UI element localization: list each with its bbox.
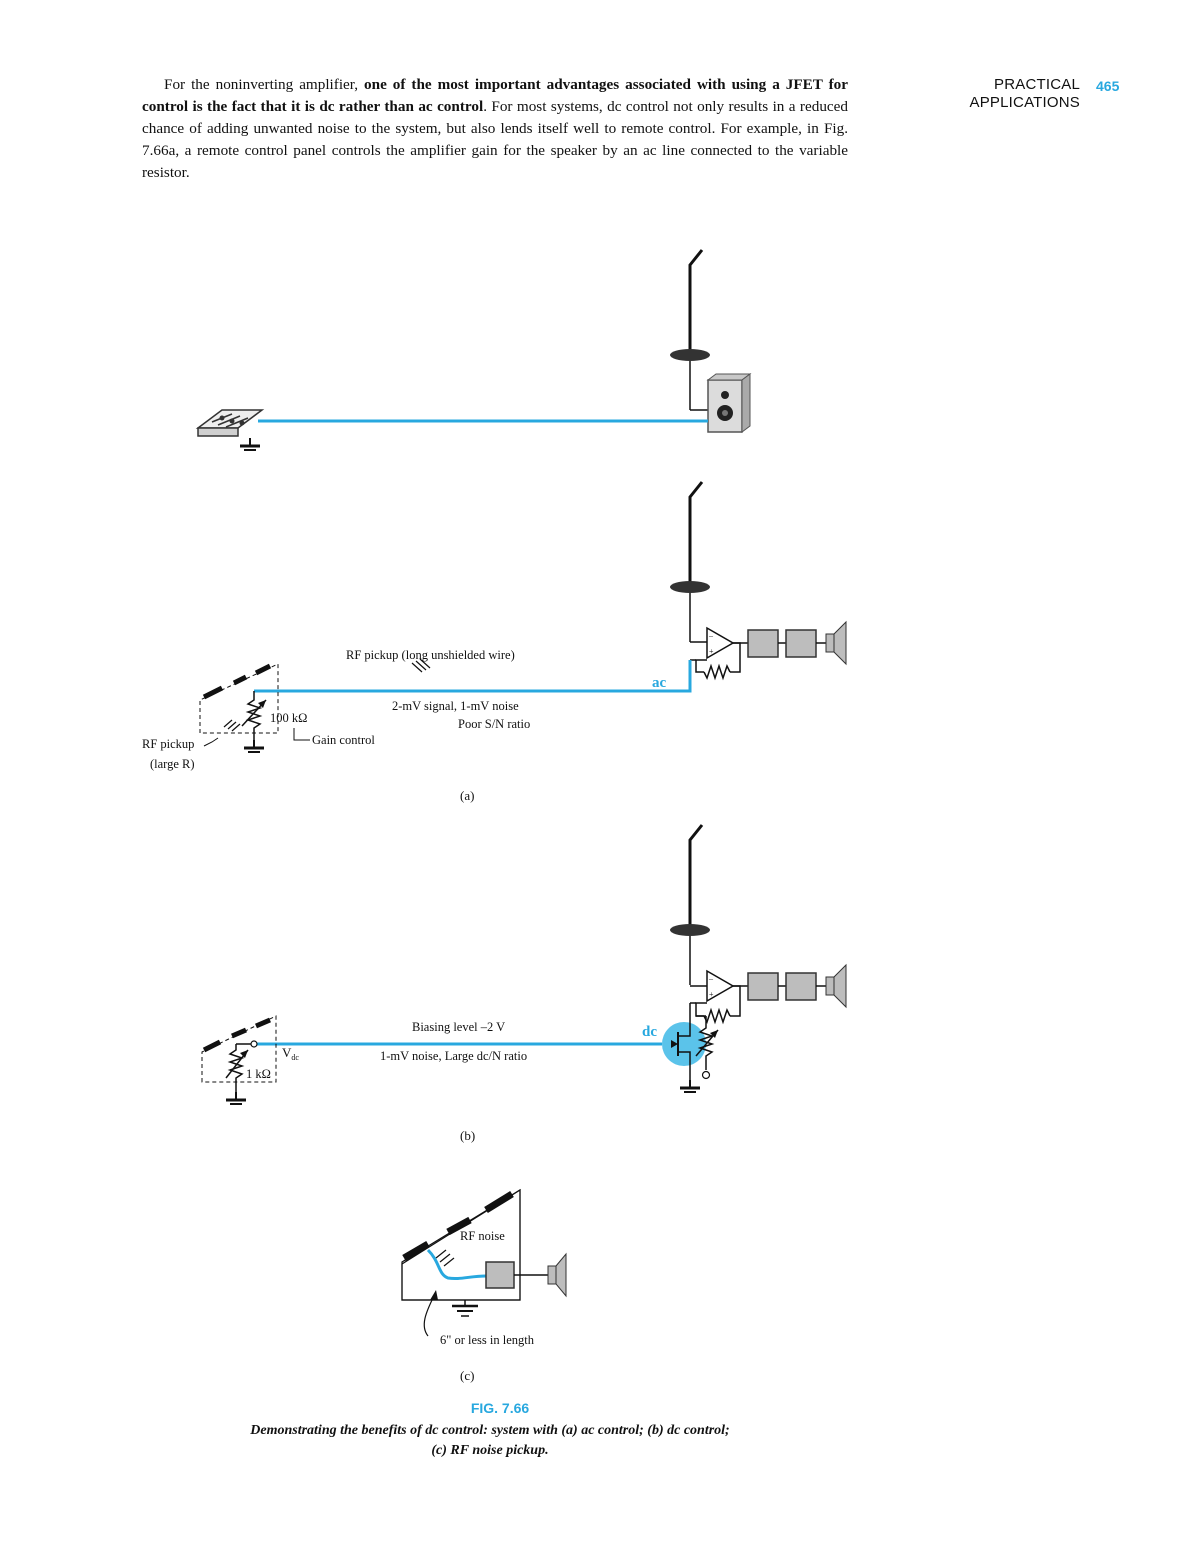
rf-pickup-label-1: RF pickup xyxy=(142,737,194,751)
resistor-value-b: 1 kΩ xyxy=(246,1067,271,1081)
resistor-icon xyxy=(703,1007,731,1025)
ratio-note: Poor S/N ratio xyxy=(458,717,530,731)
remote-panel-outline xyxy=(199,663,279,734)
para-rest: . For most systems, dc control not only … xyxy=(142,98,848,181)
loudspeaker-icon xyxy=(825,620,847,666)
variable-resistor-icon xyxy=(227,1044,245,1092)
vdc-label: Vdc xyxy=(282,1045,299,1062)
gain-control-label: Gain control xyxy=(312,733,375,747)
panel-a-label: (a) xyxy=(460,788,474,803)
body-paragraph: For the noninverting amplifier, one of t… xyxy=(142,74,848,184)
rf-noise-label: RF noise xyxy=(460,1229,505,1243)
svg-text:+: + xyxy=(709,990,714,999)
caption-line-1: Demonstrating the benefits of dc control… xyxy=(250,1423,730,1438)
panel-a: – + ac RF pickup (long unshielded wire) … xyxy=(142,480,847,803)
op-amp-icon xyxy=(706,626,735,660)
antenna-wire xyxy=(202,663,272,700)
caption-line-2: (c) RF noise pickup. xyxy=(431,1443,549,1458)
svg-text:–: – xyxy=(708,974,714,983)
panel-c-housing xyxy=(401,1188,521,1301)
panel-b-label: (b) xyxy=(460,1128,475,1143)
para-lead: For the noninverting amplifier, xyxy=(164,76,365,93)
rf-pickup-wire-label: RF pickup (long unshielded wire) xyxy=(346,648,515,662)
ac-tag: ac xyxy=(652,675,667,691)
jfet-highlight xyxy=(662,1022,706,1066)
para-emphasis: one of the most important advantages ass… xyxy=(142,76,848,115)
amp-stage-box xyxy=(747,629,779,658)
figure-caption: Demonstrating the benefits of dc control… xyxy=(170,1421,810,1461)
rf-noise-arrows xyxy=(435,1249,455,1267)
variable-resistor-icon xyxy=(697,1016,715,1070)
bias-note: Biasing level –2 V xyxy=(412,1020,505,1034)
running-head: PRACTICAL APPLICATIONS xyxy=(930,76,1080,112)
antenna-wire xyxy=(202,1017,271,1053)
op-amp-icon xyxy=(706,969,735,1003)
noise-note: 1-mV noise, Large dc/N ratio xyxy=(380,1049,527,1063)
resistor-icon xyxy=(703,663,731,681)
running-head-line2: APPLICATIONS xyxy=(969,94,1080,111)
running-head-line1: PRACTICAL xyxy=(994,76,1080,93)
amp-stage-box xyxy=(785,629,817,658)
loudspeaker-icon xyxy=(825,963,847,1009)
rf-wire xyxy=(426,1248,487,1281)
dc-tag: dc xyxy=(642,1024,657,1040)
rf-pickup-label-2: (large R) xyxy=(150,757,195,771)
resistor-value-a: 100 kΩ xyxy=(270,711,307,725)
remote-panel-outline xyxy=(201,1015,277,1083)
signal-note: 2-mV signal, 1-mV noise xyxy=(392,699,519,713)
antenna-segments xyxy=(402,1191,514,1262)
speaker-cabinet-icon xyxy=(706,373,752,433)
rf-pickup-arrows xyxy=(411,658,431,673)
page-number: 465 xyxy=(1096,78,1120,94)
panel-b: – + dc Biasing level –2 V 1-mV noise, La… xyxy=(201,823,847,1143)
loudspeaker-icon xyxy=(547,1252,567,1298)
ac-control-line xyxy=(254,660,692,693)
figure-number: FIG. 7.66 xyxy=(470,1400,530,1416)
panel-c-label: (c) xyxy=(460,1368,474,1383)
svg-text:+: + xyxy=(709,647,714,656)
top-scene xyxy=(195,248,752,452)
length-note: 6" or less in length xyxy=(440,1333,535,1347)
svg-text:–: – xyxy=(708,631,714,640)
control-panel-icon xyxy=(195,409,265,437)
